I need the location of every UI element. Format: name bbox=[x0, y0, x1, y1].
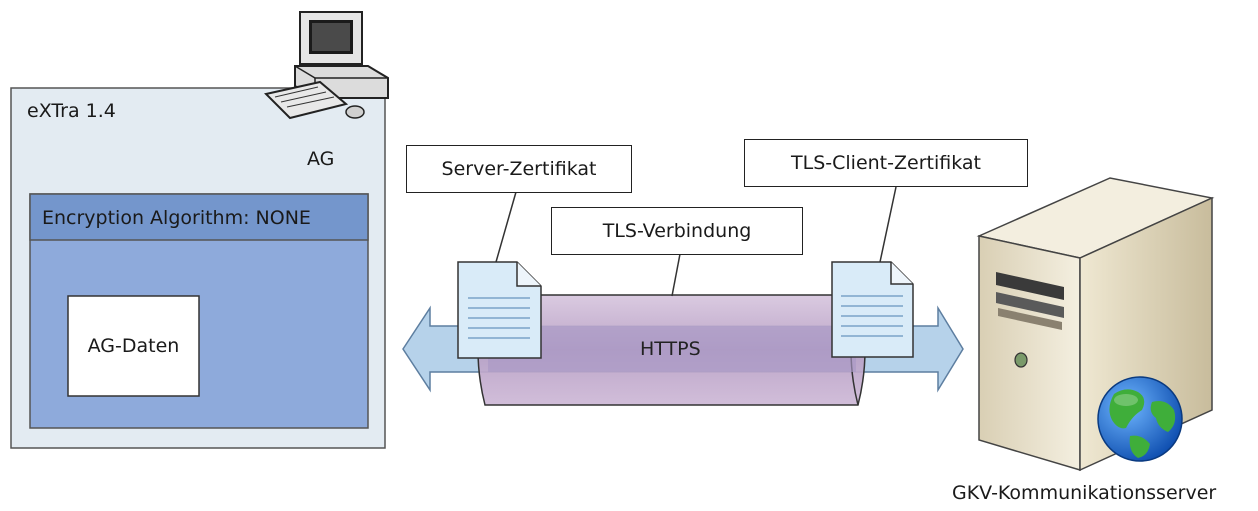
channel-leader bbox=[671, 253, 681, 297]
server-certificate-document-icon bbox=[457, 261, 542, 359]
ag-daten-box bbox=[67, 295, 200, 397]
client-cert-leader bbox=[879, 186, 897, 263]
server-label: GKV-Kommunikationsserver bbox=[952, 482, 1217, 504]
encryption-header: Encryption Algorithm: NONE bbox=[42, 207, 311, 229]
server-tower-icon bbox=[976, 177, 1215, 472]
tls-channel-label: TLS-Verbindung bbox=[551, 207, 803, 255]
server-cert-leader bbox=[495, 191, 517, 263]
ag-daten-label: AG-Daten bbox=[87, 335, 180, 357]
server-certificate-label: Server-Zertifikat bbox=[406, 145, 632, 193]
system-label: eXTra 1.4 bbox=[27, 100, 116, 122]
client-certificate-document-icon bbox=[831, 261, 914, 358]
tls-tunnel bbox=[477, 294, 866, 406]
client-certificate-label: TLS-Client-Zertifikat bbox=[744, 139, 1028, 187]
computer-icon bbox=[264, 11, 389, 120]
protocol-label: HTTPS bbox=[640, 338, 701, 360]
workstation-label: AG bbox=[307, 148, 335, 170]
globe-icon bbox=[1097, 376, 1183, 462]
